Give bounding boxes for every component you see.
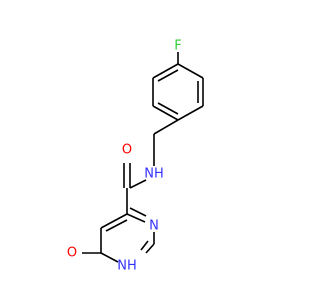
bond-ring-b-4 — [100, 252, 119, 263]
bond-ring-b-3 — [145, 243, 155, 254]
ring-nh-label: NH — [117, 259, 137, 274]
ring-nitrogen-label: N — [149, 219, 159, 234]
fluorine-label: F — [174, 39, 181, 54]
bond-ring-a-6 — [152, 63, 179, 79]
bond-ring-a-4-inner — [157, 102, 179, 115]
molecule-structure: F NH O N NH O — [67, 39, 204, 274]
bond-ring-b-3-inner — [140, 240, 149, 251]
bond-ring-a-3 — [177, 105, 204, 121]
bond-n-carbonyl — [129, 179, 147, 189]
bond-ring-ch2 — [153, 119, 179, 135]
bond-ring-b-6 — [100, 213, 128, 229]
bond-ring-b-6-inner — [105, 219, 128, 232]
bond-ring-a-4 — [152, 105, 179, 121]
bond-ring-a-6-inner — [157, 69, 179, 82]
bonds — [82, 52, 204, 263]
bond-ring-b-1-inner — [129, 207, 147, 217]
amide-nitrogen-label: NH — [144, 167, 164, 182]
bond-ring-b-1 — [126, 213, 146, 223]
carbonyl-oxygen-label: O — [122, 143, 132, 158]
atom-labels: F NH O N NH O — [67, 39, 182, 274]
bond-ring-a-1 — [177, 63, 204, 79]
hydroxy-oxygen-label: O — [67, 246, 77, 261]
